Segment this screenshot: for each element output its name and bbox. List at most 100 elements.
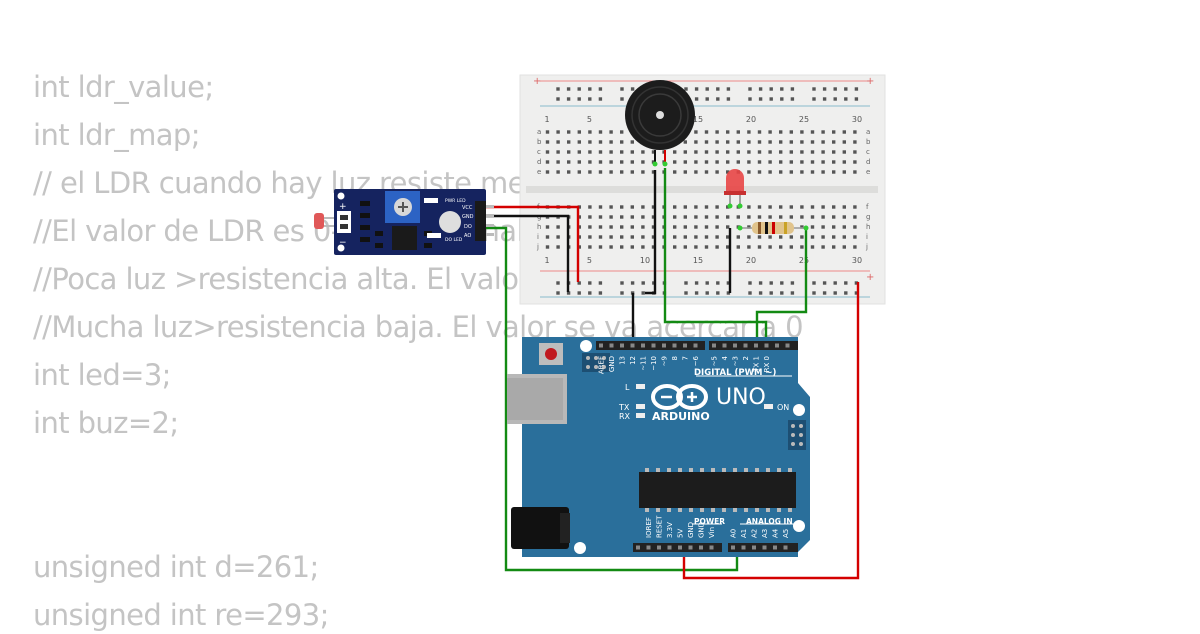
ldr-sensor-module[interactable]: + − PWR LED DO LED VCC GND DO AO [314, 189, 494, 255]
row-letter: g [866, 213, 870, 221]
row-letter: i [866, 233, 868, 241]
row-letter: j [865, 243, 868, 251]
digital-pin-label: RX 0 [763, 356, 771, 372]
code-line: unsigned int d=261; [33, 550, 319, 584]
wire-buzzer-signal[interactable] [663, 168, 768, 345]
digital-pin-label: ~9 [661, 356, 669, 366]
code-line: int led=3; [33, 358, 171, 392]
analog-label: ANALOG IN [746, 517, 793, 526]
tx-led-label: TX [618, 403, 630, 412]
power-pin-label: 3.3V [666, 522, 674, 538]
digital-pin-label: 8 [671, 356, 679, 360]
analog-pin-label: A4 [772, 528, 780, 538]
row-letter: h [866, 223, 870, 231]
power-pin-label: IOREF [645, 517, 653, 538]
rail-plus-marker: + [533, 76, 541, 87]
breadboard-holes [545, 87, 859, 295]
polarity-plus: + [339, 202, 347, 212]
column-number: 1 [545, 115, 550, 124]
wire-ldr-gnd[interactable] [486, 214, 570, 292]
row-letter: b [537, 138, 542, 146]
arduino-logo [651, 384, 708, 410]
wire-ldr-vcc[interactable] [486, 205, 580, 282]
pwr-led-label: PWR LED [445, 198, 466, 204]
digital-pin-label: ~5 [711, 356, 719, 366]
row-letter: j [536, 243, 539, 251]
digital-pin-label: 2 [742, 356, 750, 360]
rail-plus-marker: + [866, 76, 874, 87]
code-line: //Mucha luz>resistencia baja. El valor s… [33, 310, 804, 344]
row-letter: e [866, 168, 870, 176]
digital-pin-label: TX 1 [753, 356, 761, 373]
pin-label-gnd: GND [462, 214, 474, 220]
power-label: POWER [694, 517, 725, 526]
column-number: 30 [852, 115, 862, 124]
pin-label-do: DO [464, 224, 472, 230]
row-letter: f [866, 203, 869, 211]
column-number: 25 [799, 115, 809, 124]
analog-pin-label: A3 [761, 529, 769, 538]
pin-label-vcc: VCC [462, 205, 473, 211]
row-letter: a [537, 128, 541, 136]
power-pin-label: Vin [708, 527, 716, 538]
rx-led-label: RX [619, 412, 631, 421]
ldr-sensor [314, 213, 324, 229]
indicator-led [439, 211, 461, 233]
resistor[interactable] [737, 222, 809, 234]
digital-pin-label: ~10 [650, 356, 658, 371]
wire-5v[interactable] [682, 282, 860, 580]
column-number: 5 [587, 256, 592, 265]
comparator-chip [392, 226, 417, 250]
column-number: 15 [693, 256, 703, 265]
code-line: int ldr_map; [33, 118, 201, 152]
column-number: 20 [746, 256, 756, 265]
digital-pin-label: GND [608, 356, 616, 372]
rail-plus-marker: + [866, 272, 874, 283]
digital-pin-label: AREF [598, 356, 606, 374]
row-letter: c [537, 148, 541, 156]
column-number: 20 [746, 115, 756, 124]
analog-pin-label: A5 [782, 529, 790, 538]
polarity-minus: − [339, 238, 347, 248]
row-letter: d [866, 158, 870, 166]
atmega-chip [639, 468, 796, 512]
digital-pin-label: ~3 [732, 356, 740, 366]
piezo-buzzer[interactable] [625, 80, 695, 167]
wire-led-signal[interactable] [755, 228, 808, 345]
row-letter: h [537, 223, 541, 231]
code-line: unsigned int re=293; [33, 598, 329, 632]
digital-pin-label: 7 [682, 356, 690, 360]
icsp2-header [788, 420, 806, 450]
do-led-label: DO LED [445, 237, 463, 243]
column-number: 1 [545, 256, 550, 265]
digital-header[interactable] [596, 341, 798, 350]
row-letter: i [537, 233, 539, 241]
wire-ldr-ao[interactable] [486, 226, 739, 572]
breadboard[interactable]: + + + 115510101515202025253030 aabbccdde… [519, 74, 886, 305]
red-led[interactable] [724, 169, 746, 209]
column-number: 10 [640, 256, 650, 265]
power-pin-label: 5V [677, 529, 685, 538]
digital-pin-label: 13 [619, 356, 627, 365]
brand-label: ARDUINO [652, 410, 710, 423]
analog-pin-label: A2 [751, 529, 759, 538]
row-letter: d [537, 158, 541, 166]
row-letter: c [866, 148, 870, 156]
model-label: UNO [716, 385, 766, 410]
digital-pin-label: 12 [629, 356, 637, 365]
on-led-label: ON [777, 403, 789, 412]
power-pin-label: RESET [656, 515, 664, 538]
pin-label-ao: AO [464, 233, 471, 239]
analog-pin-label: A1 [740, 529, 748, 538]
column-number: 15 [693, 115, 703, 124]
column-number: 25 [799, 256, 809, 265]
column-number: 30 [852, 256, 862, 265]
power-jack[interactable] [511, 507, 569, 549]
power-header[interactable] [633, 543, 722, 552]
digital-pin-label: ~6 [692, 355, 700, 366]
wire-buzzer-gnd[interactable] [645, 170, 657, 295]
